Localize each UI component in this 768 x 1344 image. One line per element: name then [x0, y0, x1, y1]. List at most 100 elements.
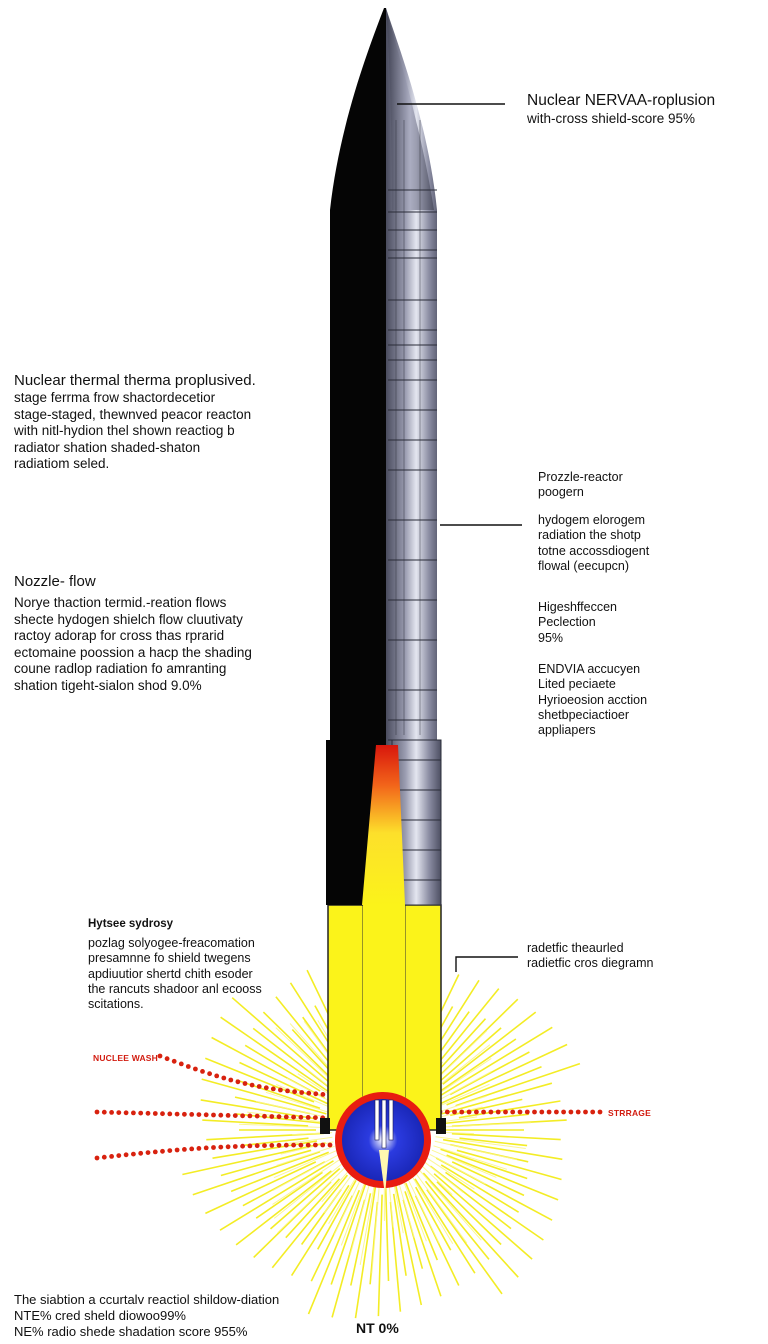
burst-ray — [424, 1180, 490, 1260]
right-2-line-4: flowal (eecupcn) — [538, 558, 630, 573]
burst-ray — [205, 1161, 317, 1215]
burst-inner-ray — [433, 1095, 487, 1115]
burst-ray — [456, 1149, 562, 1181]
burst-ray — [220, 1149, 312, 1177]
right-4-line-5: appliapers — [538, 723, 596, 737]
burst-ray — [230, 1151, 329, 1193]
burst-ray — [192, 1150, 321, 1196]
burst-inner-ray — [418, 1168, 482, 1241]
burst-ray — [433, 1173, 533, 1260]
burst-inner-ray — [406, 1176, 440, 1244]
burst-ray — [443, 1113, 530, 1125]
radiation-dot — [189, 1112, 195, 1117]
radiation-dot — [247, 1143, 253, 1149]
burst-ray — [239, 1061, 331, 1106]
burst-inner-ray — [247, 1111, 333, 1124]
radiation-dot — [249, 1082, 255, 1088]
burst-ray — [451, 1161, 525, 1197]
tag-nuclear-wash: NUCLEE WASH — [93, 1053, 159, 1063]
radiation-dot — [554, 1109, 559, 1115]
hydro-heading: Hytsee sydrosy — [88, 918, 174, 930]
burst-ray — [422, 1172, 519, 1278]
burst-ray — [405, 1182, 439, 1261]
bottom-center-readout: NT 0% — [356, 1320, 399, 1336]
burst-inner-ray — [388, 1181, 394, 1228]
nozzle-heading: Nozzle- flow — [14, 573, 96, 590]
title-line-1: Nuclear NERVAA-roplusion — [527, 92, 716, 109]
burst-ray — [243, 1137, 309, 1147]
burst-inner-ray — [433, 1145, 508, 1170]
burst-ray — [426, 1189, 503, 1295]
nozzle-line-1: Norye thaction termid.-reation flows — [14, 595, 227, 611]
burst-inner-ray — [434, 1140, 517, 1161]
tag-storage: STRRAGE — [608, 1108, 651, 1118]
radiation-dot — [320, 1092, 326, 1097]
right-3-line-1: Higeshffeccen — [538, 600, 617, 614]
radiation-dot — [152, 1111, 158, 1116]
right-4-line-2: Lited peciaete — [538, 677, 616, 692]
burst-ray — [442, 1138, 563, 1161]
bottom-line-2: NTE% cred sheld diowoo99% — [14, 1307, 186, 1323]
burst-inner-ray — [273, 1150, 337, 1179]
nozzle-line-3: ractoy adorap for cross thas rprarid — [14, 628, 225, 644]
radiation-dot — [242, 1081, 248, 1086]
burst-inner-ray — [321, 1168, 351, 1203]
radiation-dot — [131, 1110, 136, 1116]
right-label-protection: Higeshffeccen Peclection 95% — [538, 600, 617, 646]
burst-inner-ray — [435, 1122, 531, 1128]
radiation-dot — [101, 1154, 107, 1160]
burst-inner-ray — [328, 1174, 358, 1225]
burst-ray — [440, 1026, 553, 1096]
radiation-dot — [459, 1109, 465, 1115]
burst-inner-ray — [349, 1180, 371, 1256]
radiation-dot — [131, 1151, 136, 1157]
reactor-flame — [362, 745, 405, 905]
radiation-dot — [262, 1113, 267, 1119]
radiation-dot — [305, 1115, 311, 1120]
bottom-line-3: NE% radio shede shadation score 955% — [14, 1323, 248, 1339]
burst-inner-ray — [431, 1149, 497, 1178]
nozzle-line-6: shation tigeht-sialon shod 9.0% — [14, 677, 202, 693]
burst-inner-ray — [285, 1136, 333, 1145]
radiation-dot — [305, 1142, 311, 1148]
radiation-dot — [474, 1109, 479, 1115]
radiation-dot — [561, 1109, 566, 1115]
right-4-line-4: shetbpeciactioer — [538, 707, 630, 722]
radiation-dot — [109, 1110, 114, 1115]
burst-ray — [200, 1099, 318, 1120]
burst-inner-ray — [277, 1165, 347, 1234]
core-clamp-right — [436, 1118, 446, 1134]
radiation-dot — [193, 1066, 198, 1072]
burst-inner-ray — [429, 1153, 486, 1185]
burst-ray — [440, 1148, 528, 1180]
radiation-dot — [517, 1109, 523, 1115]
burst-inner-ray — [272, 1154, 339, 1192]
radiation-dot — [145, 1150, 151, 1155]
radiation-dot — [320, 1142, 326, 1148]
left-top-line-6: radiatiom seled. — [14, 456, 110, 472]
radiation-dot — [116, 1110, 122, 1115]
burst-inner-ray — [435, 1136, 526, 1149]
radiation-dot — [160, 1148, 165, 1154]
left-top-description: Nuclear thermal therma proplusived. stag… — [14, 372, 256, 473]
radiation-dot — [481, 1109, 486, 1115]
radiation-dot — [546, 1109, 552, 1115]
burst-inner-ray — [265, 1091, 335, 1115]
radiation-dot-lines — [94, 1053, 603, 1161]
burst-ray — [451, 1132, 561, 1141]
burst-inner-ray — [421, 1165, 453, 1195]
radiation-dot — [524, 1109, 530, 1115]
burst-ray — [231, 997, 329, 1082]
radiation-dot — [182, 1147, 187, 1152]
radiation-dot — [510, 1109, 516, 1115]
right-2-line-1: hydogem elorogem — [538, 513, 646, 527]
burst-ray — [182, 1142, 326, 1176]
burst-ray — [253, 1181, 332, 1258]
radiation-dot — [313, 1115, 318, 1120]
radiation-dot — [214, 1073, 220, 1079]
burst-ray — [441, 1082, 553, 1115]
radiation-dot — [444, 1109, 450, 1115]
burst-inner-ray — [434, 1106, 483, 1119]
burst-ray — [415, 1186, 452, 1251]
